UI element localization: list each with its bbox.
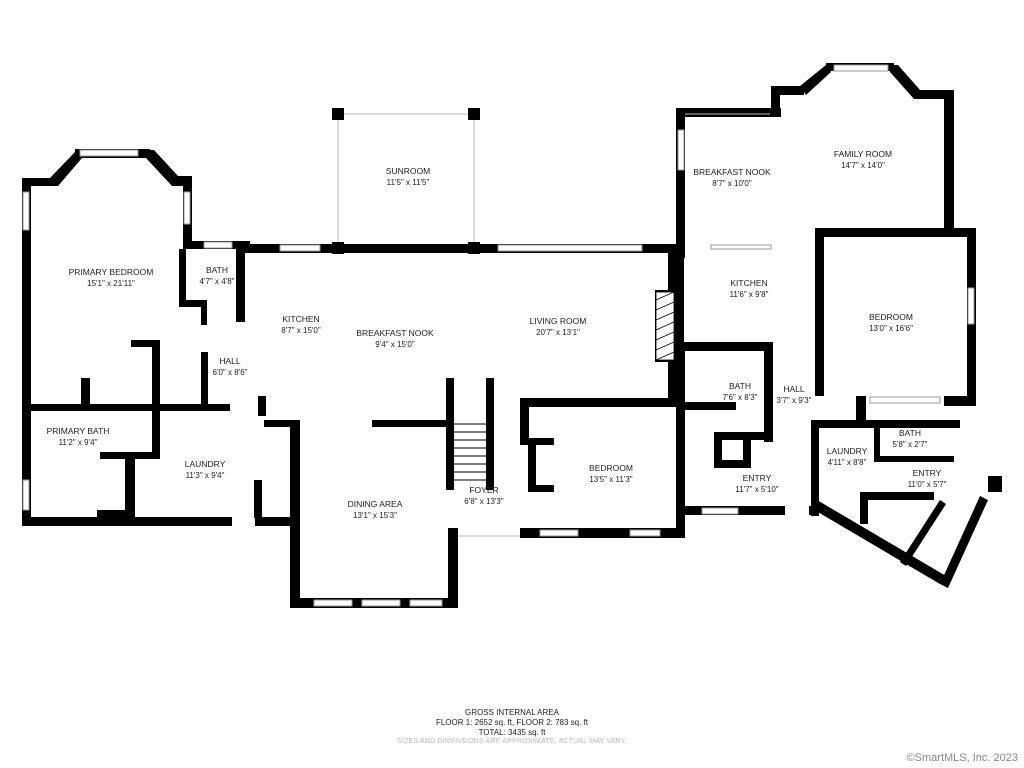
area-summary: GROSS INTERNAL AREA FLOOR 1: 2652 sq. ft… <box>0 708 1024 745</box>
room-dim-primary-bath: 11'2" x 9'4" <box>59 438 98 447</box>
room-name-hall-1: HALL <box>219 356 241 366</box>
room-name-primary-bedroom: PRIMARY BEDROOM <box>69 267 154 277</box>
windows <box>22 64 975 607</box>
room-dim-bedroom-2: 13'0" x 16'6" <box>869 324 913 333</box>
room-name-bedroom-2: BEDROOM <box>869 312 913 322</box>
room-dim-bath-3: 5'8" x 2'7" <box>893 440 928 449</box>
room-name-breakfast-nook-1: BREAKFAST NOOK <box>356 328 434 338</box>
room-name-bedroom-1: BEDROOM <box>589 463 633 473</box>
room-name-breakfast-nook-2: BREAKFAST NOOK <box>693 167 771 177</box>
center-walls <box>245 108 685 608</box>
right-wing-walls <box>676 63 1002 588</box>
door-openings <box>232 506 809 538</box>
room-labels: PRIMARY BEDROOM 15'1" x 21'11" BATH 4'7"… <box>47 149 947 520</box>
room-name-kitchen-1: KITCHEN <box>282 314 319 324</box>
room-dim-family-room: 14'7" x 14'0" <box>841 161 885 170</box>
room-dim-living-room: 20'7" x 13'1" <box>536 328 580 337</box>
stair-treads <box>454 423 486 481</box>
room-name-kitchen-2: KITCHEN <box>730 278 767 288</box>
room-name-bath-3: BATH <box>899 428 921 438</box>
room-dim-entry-2: 11'0" x 5'7" <box>908 480 947 489</box>
left-wing-walls <box>22 149 299 526</box>
room-dim-laundry-1: 11'3" x 9'4" <box>186 471 225 480</box>
room-name-primary-bath: PRIMARY BATH <box>47 426 110 436</box>
room-dim-bath-2: 7'6" x 8'3" <box>723 393 758 402</box>
room-dim-hall-1: 6'0" x 8'6" <box>213 368 248 377</box>
room-name-family-room: FAMILY ROOM <box>834 149 892 159</box>
room-name-bath-2: BATH <box>729 381 751 391</box>
room-dim-breakfast-nook-1: 9'4" x 15'0" <box>375 340 415 349</box>
room-name-sunroom: SUNROOM <box>386 166 430 176</box>
room-dim-kitchen-2: 11'6" x 9'8" <box>730 290 769 299</box>
room-dim-entry-1: 11'7" x 5'10" <box>735 485 778 494</box>
room-name-foyer: FOYER <box>469 485 498 495</box>
room-name-laundry-1: LAUNDRY <box>185 459 226 469</box>
room-name-entry-2: ENTRY <box>913 468 942 478</box>
room-dim-breakfast-nook-2: 8'7" x 10'0" <box>712 179 752 188</box>
room-name-hall-2: HALL <box>783 384 805 394</box>
room-dim-hall-2: 3'7" x 9'3" <box>777 396 812 405</box>
disclaimer: SIZES AND DIMENSIONS ARE APPROXIMATE, AC… <box>397 738 627 745</box>
room-dim-bath-1: 4'7" x 4'8" <box>200 277 235 286</box>
sunroom-outline <box>337 113 770 537</box>
room-name-entry-1: ENTRY <box>743 473 772 483</box>
room-name-bath-1: BATH <box>206 265 228 275</box>
copyright: ©SmartMLS, Inc. 2023 <box>906 752 1018 764</box>
room-dim-bedroom-1: 13'5" x 11'3" <box>589 475 632 484</box>
room-dim-foyer: 6'8" x 13'3" <box>464 497 504 506</box>
fireplace-hatch <box>655 291 675 361</box>
area-floors: FLOOR 1: 2652 sq. ft, FLOOR 2: 783 sq. f… <box>435 718 589 727</box>
room-dim-laundry-2: 4'11" x 8'8" <box>828 458 867 467</box>
room-dim-dining-area: 13'1" x 15'3" <box>353 511 397 520</box>
room-name-dining-area: DINING AREA <box>348 499 403 509</box>
room-dim-sunroom: 11'5" x 11'5" <box>387 178 430 187</box>
room-dim-kitchen-1: 8'7" x 15'0" <box>281 326 321 335</box>
room-dim-primary-bedroom: 15'1" x 21'11" <box>87 279 135 288</box>
room-name-laundry-2: LAUNDRY <box>827 446 868 456</box>
area-heading: GROSS INTERNAL AREA <box>465 708 559 717</box>
area-total: TOTAL: 3435 sq. ft <box>478 728 546 737</box>
room-name-living-room: LIVING ROOM <box>530 316 587 326</box>
